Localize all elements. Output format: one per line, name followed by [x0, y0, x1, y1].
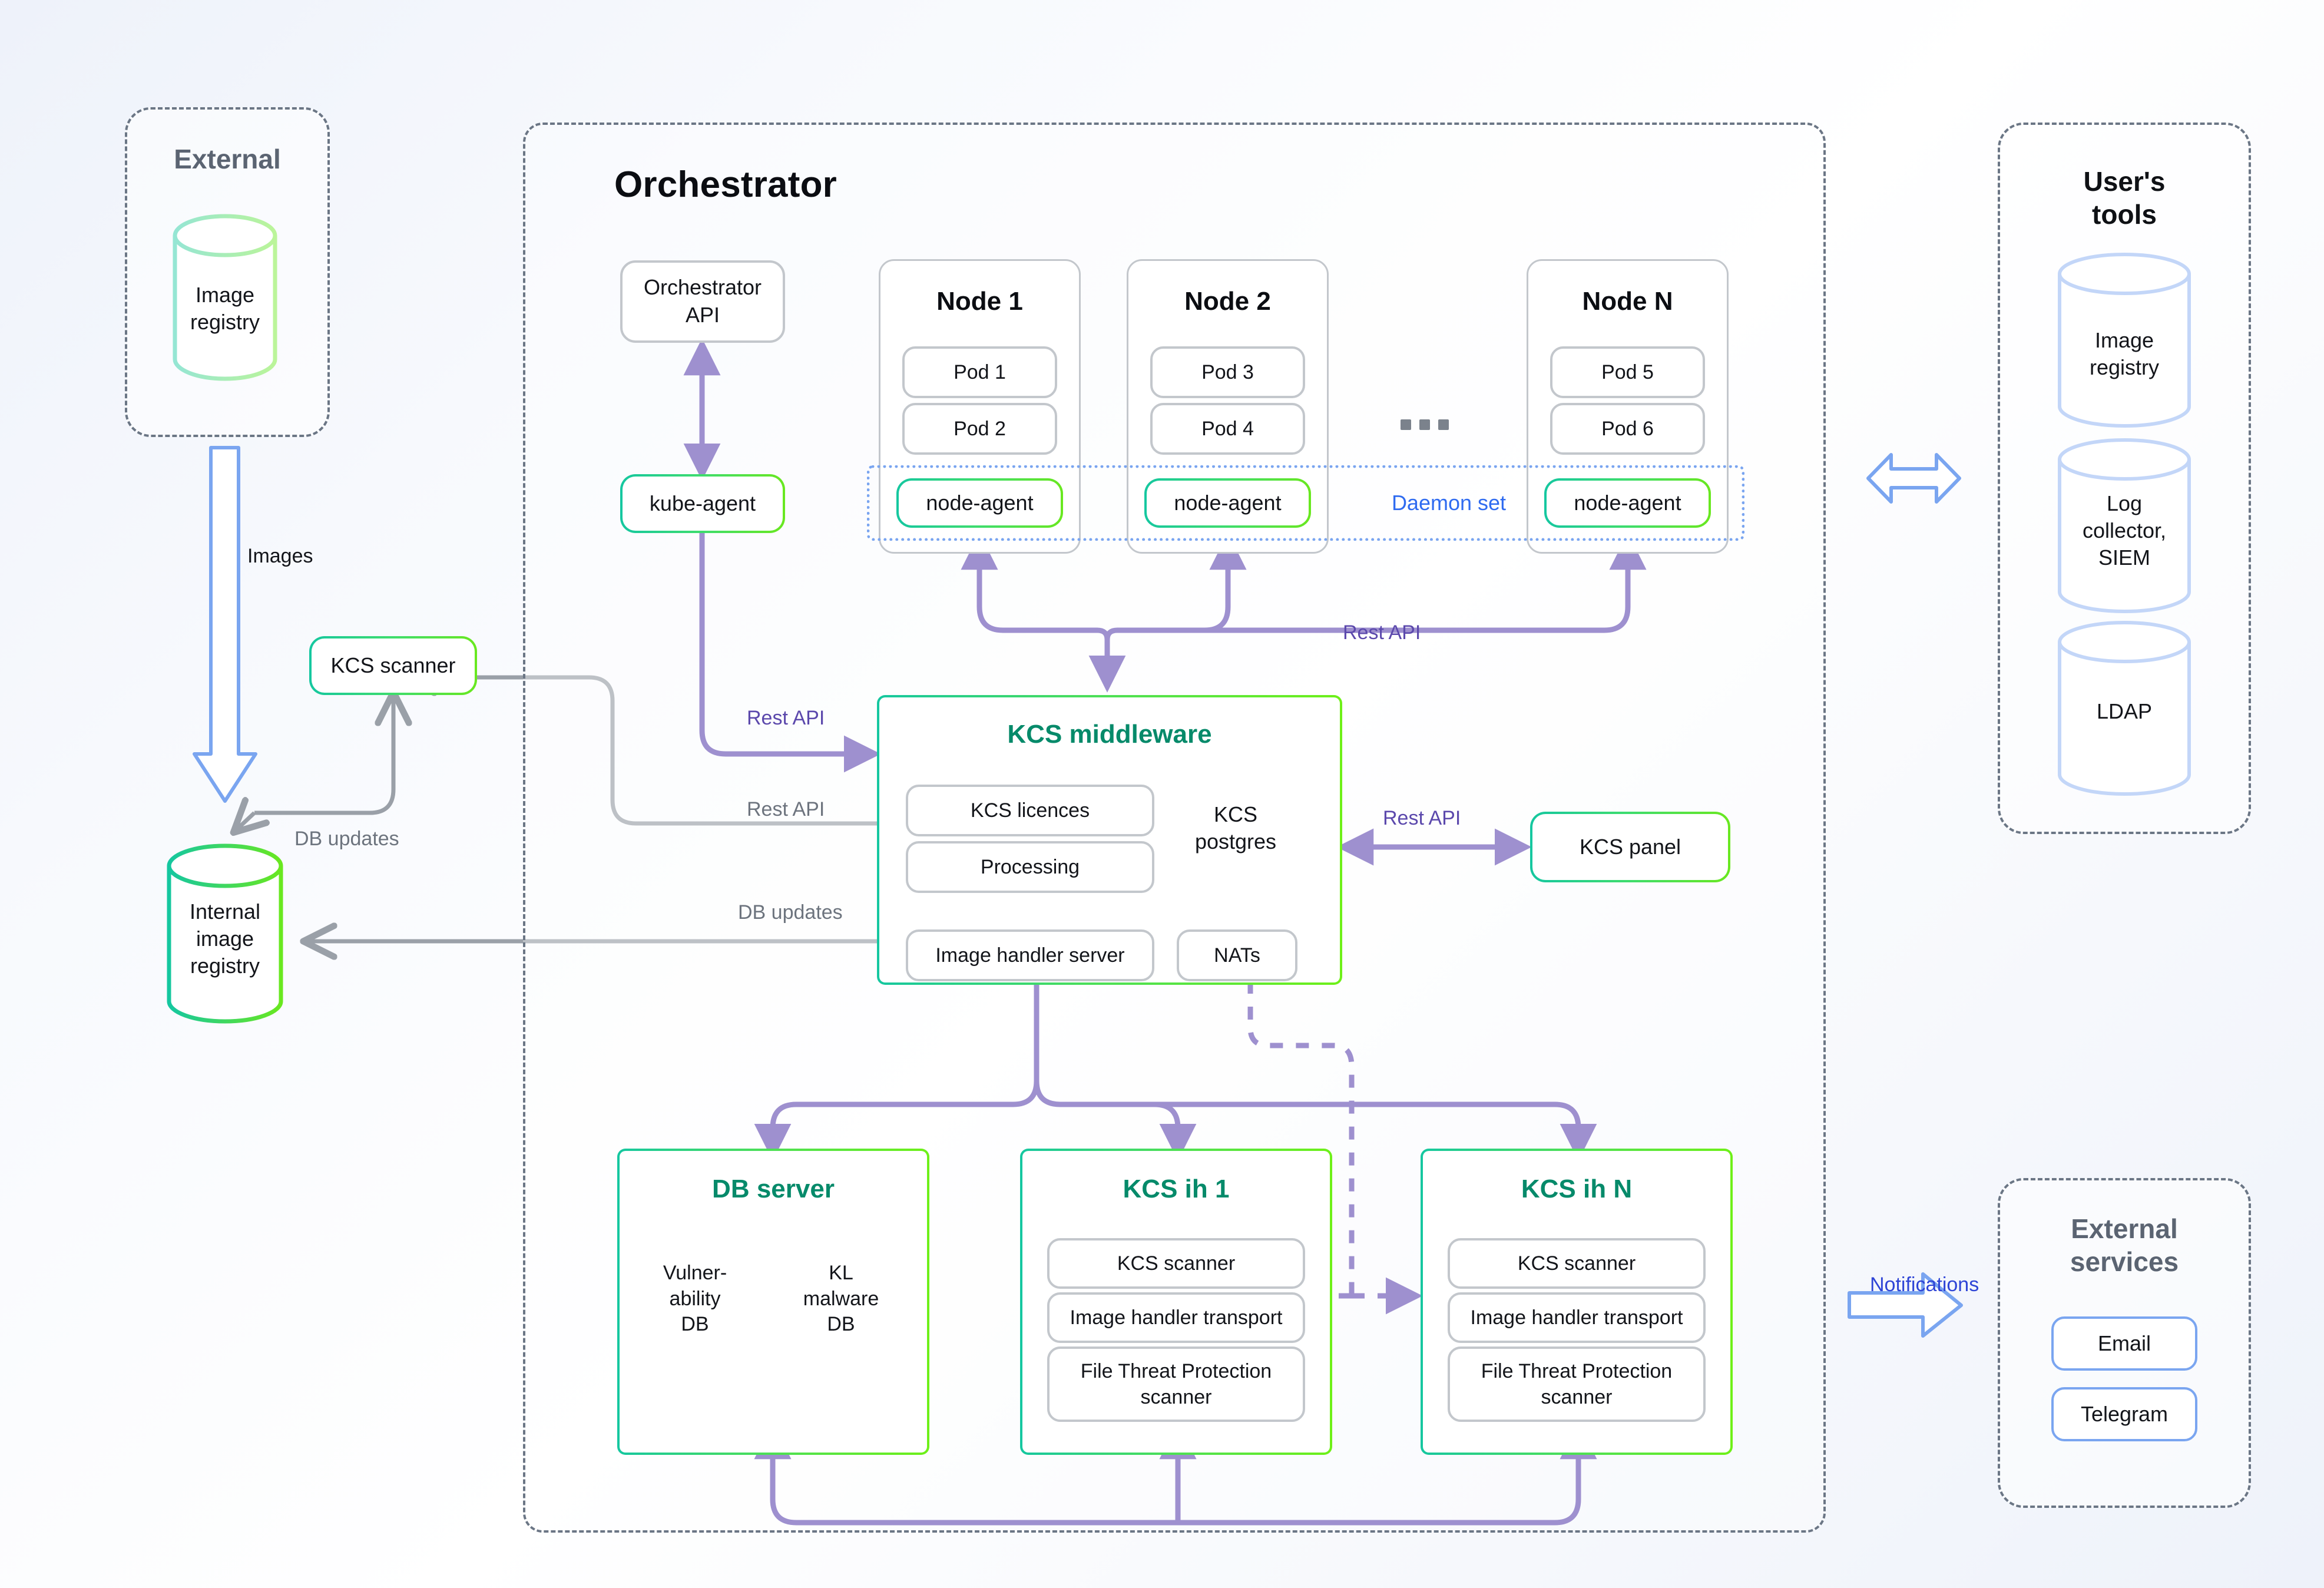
email-box[interactable]: Email [2051, 1316, 2197, 1371]
users-tool-ldap-label: LDAP [2096, 699, 2153, 723]
daemon-set-label: Daemon set [1391, 491, 1507, 515]
external-services-title: External services [2070, 1213, 2179, 1278]
rest-api-nodes-label: Rest API [1343, 621, 1421, 644]
node-2-title: Node 2 [1184, 287, 1271, 316]
notifications-label: Notifications [1870, 1273, 1979, 1296]
kcs-ih-n-title: KCS ih N [1521, 1175, 1633, 1203]
kcs-panel-label: KCS panel [1532, 814, 1728, 880]
kube-agent-label: kube-agent [623, 477, 783, 531]
images-arrow [193, 446, 257, 803]
kcs-ih-1-title: KCS ih 1 [1123, 1175, 1230, 1203]
kcs-ih-n-ftp-scanner-box: File Threat Protection scanner [1448, 1347, 1706, 1422]
pod-4-box: Pod 4 [1150, 403, 1305, 455]
kcs-ih-n-transport-box: Image handler transport [1448, 1292, 1706, 1343]
kcs-ih-1-ftp-scanner-box: File Threat Protection scanner [1047, 1347, 1305, 1422]
kube-agent-box[interactable]: kube-agent [620, 474, 785, 533]
pod-1-box: Pod 1 [902, 346, 1057, 398]
kcs-postgres-label: KCS postgres [1194, 802, 1277, 854]
nats-box: NATs [1177, 929, 1297, 981]
kcs-ih-1-panel: KCS ih 1 KCS scanner Image handler trans… [1020, 1149, 1332, 1455]
users-tools-arrow [1866, 453, 1961, 504]
orchestrator-api-label: Orchestrator API [643, 275, 762, 327]
kcs-middleware-panel: KCS middleware KCS licences Processing I… [877, 695, 1342, 985]
kcs-panel-box[interactable]: KCS panel [1530, 812, 1730, 882]
vulnerability-db-label: Vulner- ability DB [663, 1262, 727, 1336]
db-server-panel: DB server [617, 1149, 929, 1455]
pod-2-box: Pod 2 [902, 403, 1057, 455]
external-group-title: External [174, 144, 281, 174]
notifications-arrow [1848, 1272, 1963, 1338]
kcs-scanner-label: KCS scanner [312, 638, 475, 693]
node-agent-box-n[interactable]: node-agent [1544, 478, 1711, 528]
node-1-title: Node 1 [936, 287, 1023, 316]
kcs-middleware-title: KCS middleware [1007, 720, 1212, 749]
orchestrator-title: Orchestrator [614, 164, 837, 205]
node-agent-box-1[interactable]: node-agent [896, 478, 1063, 528]
kl-malware-db-label: KL malware DB [803, 1262, 879, 1336]
users-tools-title: User's tools [2083, 166, 2166, 230]
node-agent-box-2[interactable]: node-agent [1144, 478, 1311, 528]
db-updates-left-label: DB updates [294, 828, 399, 850]
users-tool-image-registry-label: Image registry [2089, 328, 2160, 380]
users-tools-group: User's tools [1998, 123, 2251, 834]
rest-api-scanner-label: Rest API [747, 798, 825, 821]
internal-image-registry-label: Internal image registry [189, 899, 261, 978]
image-handler-server-box: Image handler server [906, 929, 1154, 981]
db-server-title: DB server [712, 1175, 835, 1203]
node-n-title: Node N [1582, 287, 1673, 316]
external-group: External [125, 107, 330, 437]
kcs-ih-1-transport-box: Image handler transport [1047, 1292, 1305, 1343]
kcs-ih-1-scanner-box: KCS scanner [1047, 1238, 1305, 1289]
rest-api-panel-label: Rest API [1383, 807, 1461, 829]
processing-box: Processing [906, 841, 1154, 893]
nodes-ellipsis-icon [1401, 419, 1449, 430]
db-updates-mid-label: DB updates [738, 901, 843, 924]
telegram-box[interactable]: Telegram [2051, 1387, 2197, 1441]
rest-api-kube-label: Rest API [747, 707, 825, 729]
pod-6-box: Pod 6 [1550, 403, 1705, 455]
orchestrator-api-box[interactable]: Orchestrator API [620, 260, 785, 343]
pod-5-box: Pod 5 [1550, 346, 1705, 398]
node-agent-n-label: node-agent [1547, 481, 1709, 525]
kcs-licences-box: KCS licences [906, 785, 1154, 836]
images-label: Images [247, 545, 313, 567]
kcs-ih-n-scanner-box: KCS scanner [1448, 1238, 1706, 1289]
kcs-ih-n-panel: KCS ih N KCS scanner Image handler trans… [1421, 1149, 1733, 1455]
internal-image-registry-cylinder [167, 843, 283, 1024]
node-agent-2-label: node-agent [1147, 481, 1309, 525]
pod-3-box: Pod 3 [1150, 346, 1305, 398]
users-tool-log-collector-label: Log collector, SIEM [2082, 491, 2167, 570]
kcs-scanner-box[interactable]: KCS scanner [309, 636, 477, 695]
external-image-registry-label: Image registry [190, 283, 260, 335]
node-agent-1-label: node-agent [899, 481, 1061, 525]
daemon-set-region [867, 465, 1744, 541]
